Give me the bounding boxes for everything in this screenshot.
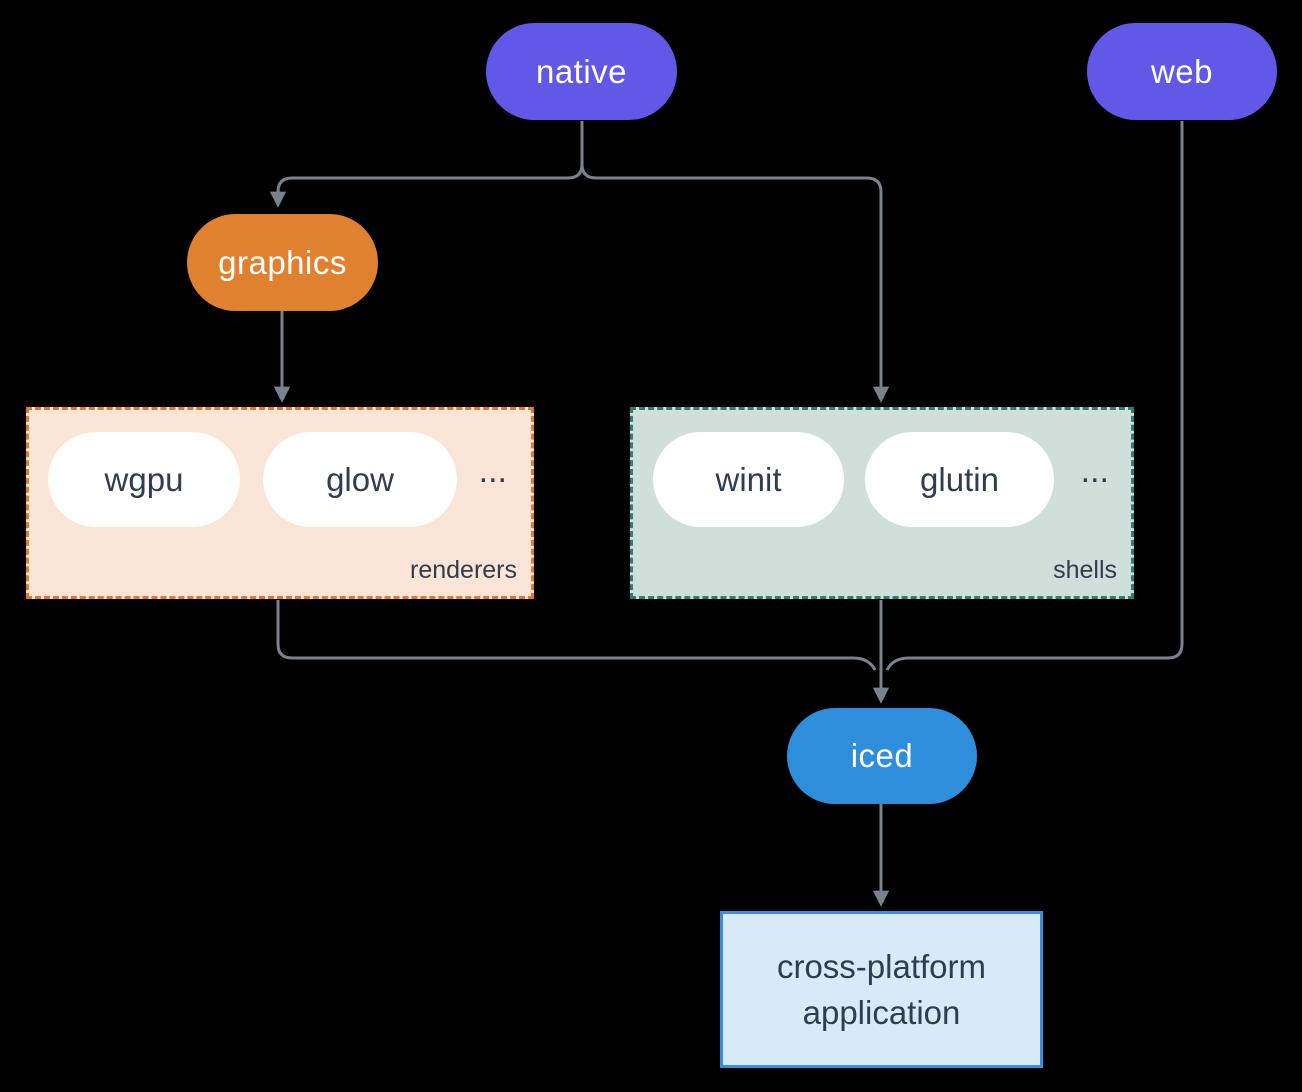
node-winit-label: winit xyxy=(715,460,782,498)
node-native-label: native xyxy=(535,52,628,90)
renderers-group-label: renderers xyxy=(410,556,517,584)
application-label-line1: cross-platform xyxy=(776,947,987,985)
application-label-line2: application xyxy=(802,993,961,1031)
node-web-label: web xyxy=(1150,52,1214,90)
node-winit: winit xyxy=(653,432,844,527)
node-iced-label: iced xyxy=(850,737,914,774)
node-glutin-label: glutin xyxy=(920,460,999,498)
shells-group-label: shells xyxy=(1053,556,1117,584)
connector-native-to-shells xyxy=(580,163,890,403)
node-graphics: graphics xyxy=(187,214,378,311)
node-glow: glow xyxy=(263,432,457,527)
renderers-ellipsis: ... xyxy=(478,452,507,490)
node-iced: iced xyxy=(787,708,977,804)
node-web: web xyxy=(1087,23,1277,120)
connector-native-to-graphics xyxy=(269,121,584,208)
node-native: native xyxy=(486,23,677,120)
connector-renderers-to-merge xyxy=(276,600,877,671)
node-cross-platform-application: cross-platform application xyxy=(720,911,1043,1068)
connector-web-to-merge xyxy=(885,121,1184,671)
node-glutin: glutin xyxy=(865,432,1054,527)
node-wgpu: wgpu xyxy=(48,432,240,527)
group-shells: winit glutin ... shells xyxy=(630,407,1134,599)
node-graphics-label: graphics xyxy=(218,243,347,281)
group-renderers: wgpu glow ... renderers xyxy=(26,407,534,599)
shells-ellipsis: ... xyxy=(1080,452,1109,490)
node-glow-label: glow xyxy=(326,460,394,498)
node-wgpu-label: wgpu xyxy=(104,460,184,498)
